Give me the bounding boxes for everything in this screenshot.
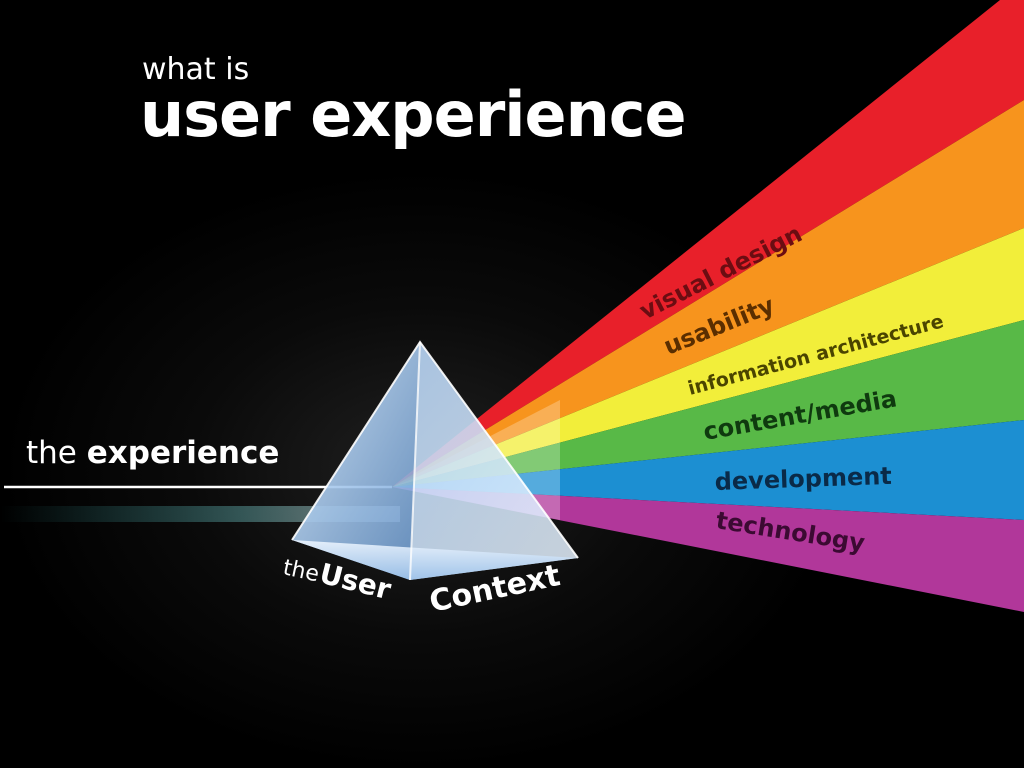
prism-face-right [410, 342, 578, 580]
beam-label-prefix: the [26, 435, 77, 471]
beam-label-main: experience [86, 435, 280, 471]
page-title: user experience [140, 78, 687, 151]
spectrum-band-0 [392, 0, 1024, 487]
spectrum-band-1 [392, 100, 1024, 487]
band-label-development: development [714, 462, 892, 496]
prism-label-the: the [281, 555, 322, 587]
prism-front-edge [409, 341, 421, 581]
page-pretitle: what is [142, 52, 250, 87]
spectrum-bands [392, 0, 1024, 612]
prism-shape [291, 340, 579, 581]
prism-base [292, 540, 578, 580]
light-beam-glow [0, 506, 400, 522]
spectrum-band-3 [392, 320, 1024, 487]
prism-face-left [292, 342, 420, 580]
beam-label: the experience [26, 435, 279, 471]
spectrum-band-4 [392, 420, 1024, 520]
spectrum-band-2 [392, 228, 1024, 487]
